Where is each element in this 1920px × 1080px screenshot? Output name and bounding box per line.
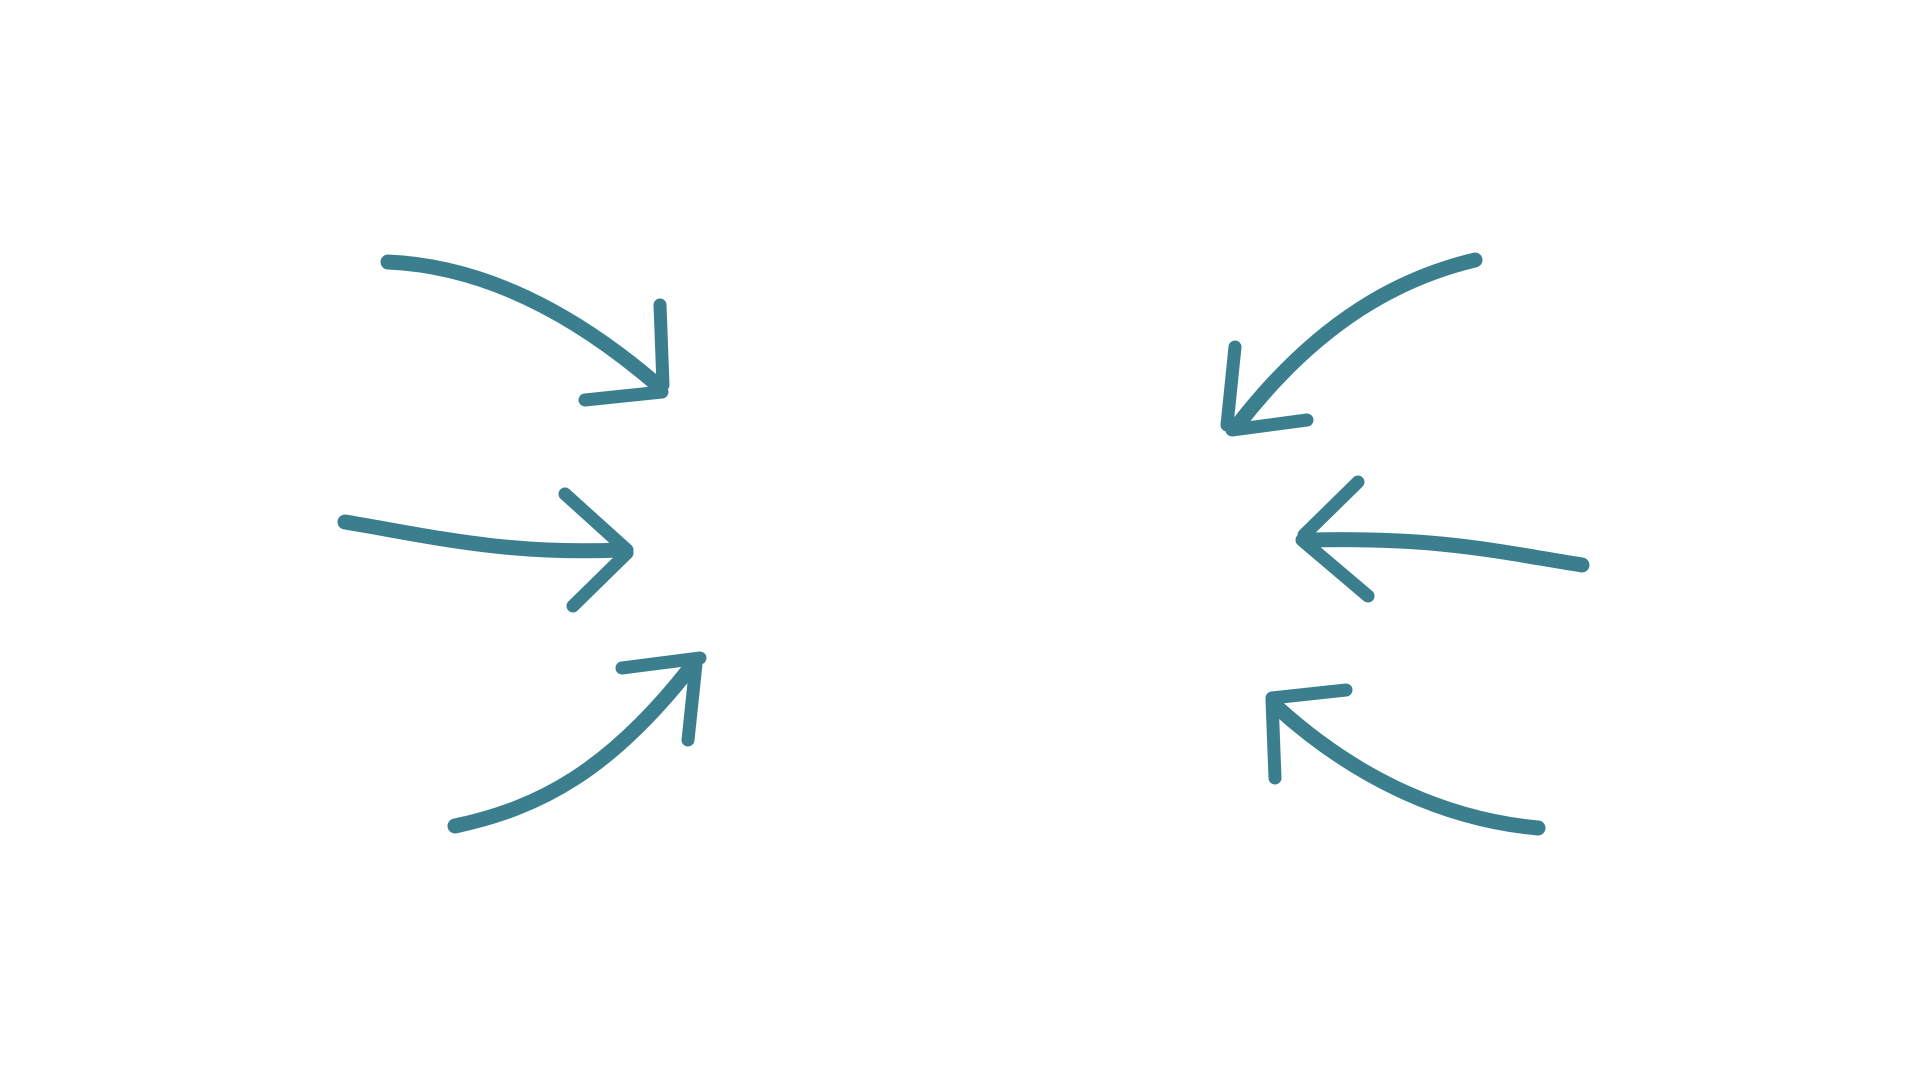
arrow-bottom-right-head-lower — [1265, 693, 1282, 785]
arrow-bottom-left-shaft — [447, 660, 698, 834]
arrow-top-left-shaft — [380, 254, 663, 391]
arrow-middle-right — [1295, 475, 1590, 603]
arrow-top-left — [380, 254, 670, 407]
arrow-top-right-head-upper — [1220, 340, 1242, 432]
arrow-middle-right-shaft — [1302, 532, 1590, 573]
arrow-bottom-right-head-upper — [1265, 683, 1353, 705]
arrow-top-left-head-upper — [653, 298, 670, 392]
arrow-bottom-left-head-upper — [615, 651, 707, 675]
arrow-middle-left-head-lower — [566, 546, 634, 613]
arrow-bottom-right — [1265, 683, 1546, 836]
arrow-bottom-right-shaft — [1270, 700, 1546, 836]
arrow-bottom-left-head-lower — [681, 657, 703, 747]
arrow-top-right-shaft — [1232, 252, 1483, 430]
arrow-middle-left — [337, 487, 634, 613]
arrow-bottom-left — [447, 651, 707, 834]
arrow-top-right — [1220, 252, 1483, 437]
arrow-middle-left-head-upper — [558, 487, 634, 557]
arrow-top-right-head-lower — [1225, 413, 1314, 437]
arrow-middle-right-head-lower — [1295, 533, 1375, 603]
arrow-top-left-head-lower — [578, 385, 669, 407]
arrow-middle-right-head-upper — [1297, 475, 1365, 542]
arrow-middle-left-shaft — [337, 514, 628, 559]
